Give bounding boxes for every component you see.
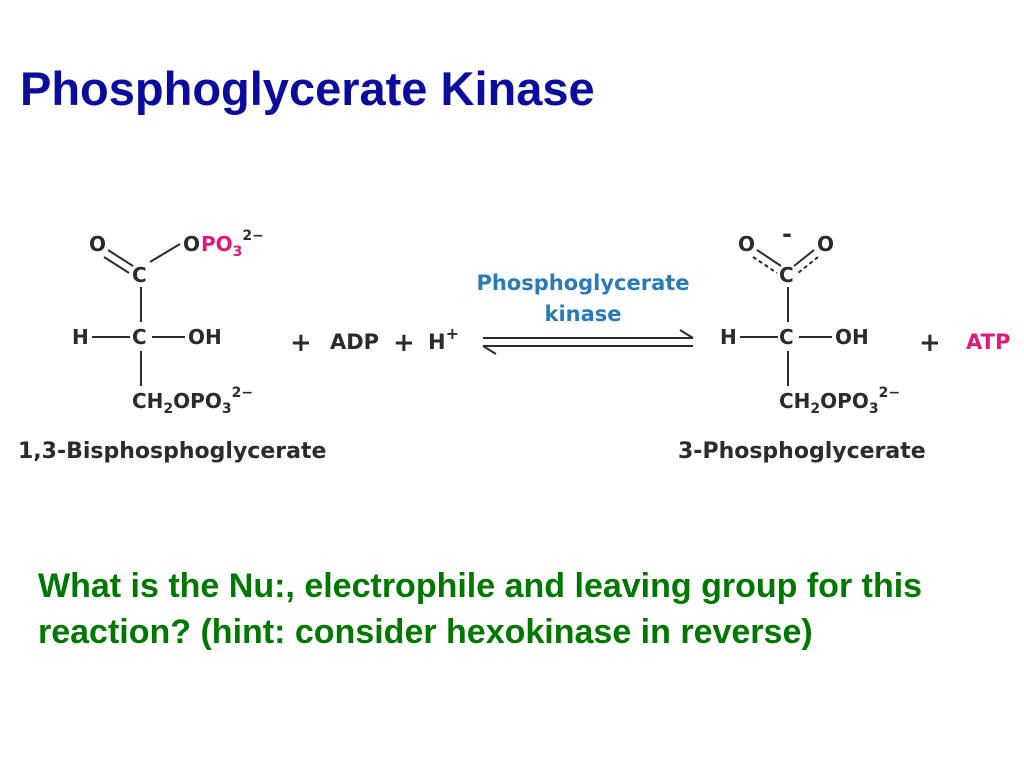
substrate-phosphoryl: PO32−: [201, 228, 264, 260]
product-structure: - O O C H C OH CH2OPO32− 3-Phosphoglycer…: [678, 220, 926, 464]
substrate-ch: CH: [132, 389, 163, 413]
product-ch2-sub: 2: [810, 401, 820, 417]
product-c2: C: [779, 325, 794, 349]
substrate-phosphoryl-charge: 2−: [242, 228, 263, 244]
substrate-h: H: [72, 325, 89, 349]
product-o-left: O: [738, 232, 755, 256]
substrate-ester-bond: [149, 243, 181, 263]
product-o-right: O: [817, 232, 834, 256]
product-right-bond: [793, 249, 815, 267]
product-charge: -: [782, 220, 792, 248]
question-text: What is the Nu:, electrophile and leavin…: [38, 567, 923, 651]
product-ch: CH: [779, 389, 810, 413]
product-opo3-sub: 3: [869, 401, 879, 417]
plus-sign-3: +: [919, 328, 941, 358]
product-opo3-charge: 2−: [879, 385, 900, 401]
reverse-arrow-barb: [482, 345, 497, 355]
substrate-double-bond-b: [103, 256, 130, 274]
product-c1: C: [779, 263, 794, 287]
substrate-ch2opo3: CH2OPO32−: [132, 385, 253, 417]
proton-h: H: [428, 330, 446, 354]
product-left-bond: [756, 249, 782, 267]
product-bonds: [740, 249, 832, 386]
substrate-structure: O O PO32− C H C OH CH2OPO32− 1,3-Bisphos…: [18, 228, 326, 464]
plus-sign-1: +: [290, 328, 312, 358]
substrate-ch2-sub: 2: [163, 401, 173, 417]
product-opo: OPO: [820, 389, 869, 413]
substrate-opo: OPO: [173, 389, 222, 413]
reaction-diagram: O O PO32− C H C OH CH2OPO32− 1,3-Bisphos…: [18, 220, 1010, 464]
substrate-phosphoryl-po: PO: [201, 232, 233, 256]
atp-label: ATP: [966, 330, 1010, 354]
proton-charge: +: [446, 324, 459, 343]
product-name: 3-Phosphoglycerate: [678, 439, 926, 464]
product-h: H: [720, 325, 737, 349]
substrate-opo3-charge: 2−: [232, 385, 253, 401]
proton-label: H+: [428, 324, 459, 354]
substrate-opo3-sub: 3: [222, 401, 232, 417]
substrate-phosphoryl-sub: 3: [233, 244, 243, 260]
substrate-ester-o: O: [183, 232, 200, 256]
substrate-c2: C: [132, 325, 147, 349]
substrate-c1: C: [132, 263, 147, 287]
substrate-name: 1,3-Bisphosphoglycerate: [18, 439, 326, 464]
enzyme-label-line2: kinase: [544, 302, 621, 326]
substrate-carbonyl-o: O: [89, 232, 106, 256]
product-oh: OH: [835, 325, 869, 349]
substrate-double-bond-a: [107, 249, 134, 267]
forward-arrow-barb: [679, 329, 694, 339]
equilibrium-arrow: [482, 329, 694, 355]
product-right-bond-dashed: [797, 256, 819, 274]
enzyme-label-line1: Phosphoglycerate: [476, 271, 689, 295]
product-left-bond-dashed: [752, 256, 778, 274]
slide-title: Phosphoglycerate Kinase: [20, 62, 595, 115]
substrate-bonds: [92, 243, 185, 386]
substrate-oh: OH: [188, 325, 222, 349]
product-ch2opo3: CH2OPO32−: [779, 385, 900, 417]
plus-sign-2: +: [393, 328, 415, 358]
adp-label: ADP: [330, 330, 379, 354]
